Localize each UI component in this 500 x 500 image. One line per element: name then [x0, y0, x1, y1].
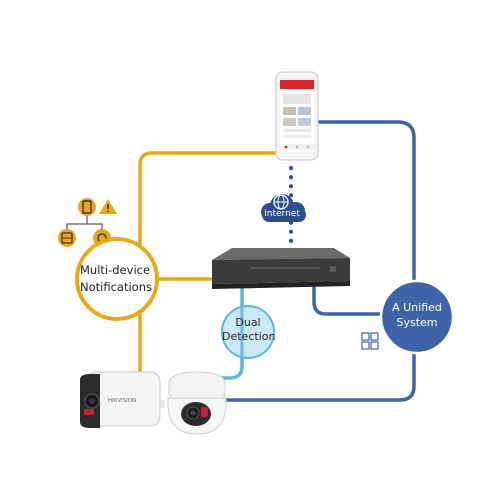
- internet-cloud-icon: [261, 194, 306, 222]
- dual-detection-label: Dual Detection: [222, 316, 276, 343]
- bullet-camera: [80, 371, 165, 428]
- unified-system-label: A Unified System: [392, 301, 442, 329]
- notification-link-line: [138, 151, 278, 399]
- dual-detection-line: [213, 285, 244, 380]
- recorder-unified-line: [312, 284, 384, 316]
- smartphone: [275, 71, 319, 161]
- unified-system-line: [208, 120, 416, 402]
- windows-icon: [361, 332, 379, 350]
- turret-camera: [167, 371, 227, 435]
- bullet-camera-brand: HIKVISION: [108, 398, 136, 404]
- internet-label: Internet: [264, 209, 300, 219]
- dual-detection-node: [221, 305, 275, 359]
- multi-device-notifications-node: [75, 237, 159, 321]
- multi-device-notifications-label: Multi-device Notifications: [80, 263, 152, 294]
- recorder-device: [212, 248, 350, 289]
- unified-system-node: [379, 279, 455, 355]
